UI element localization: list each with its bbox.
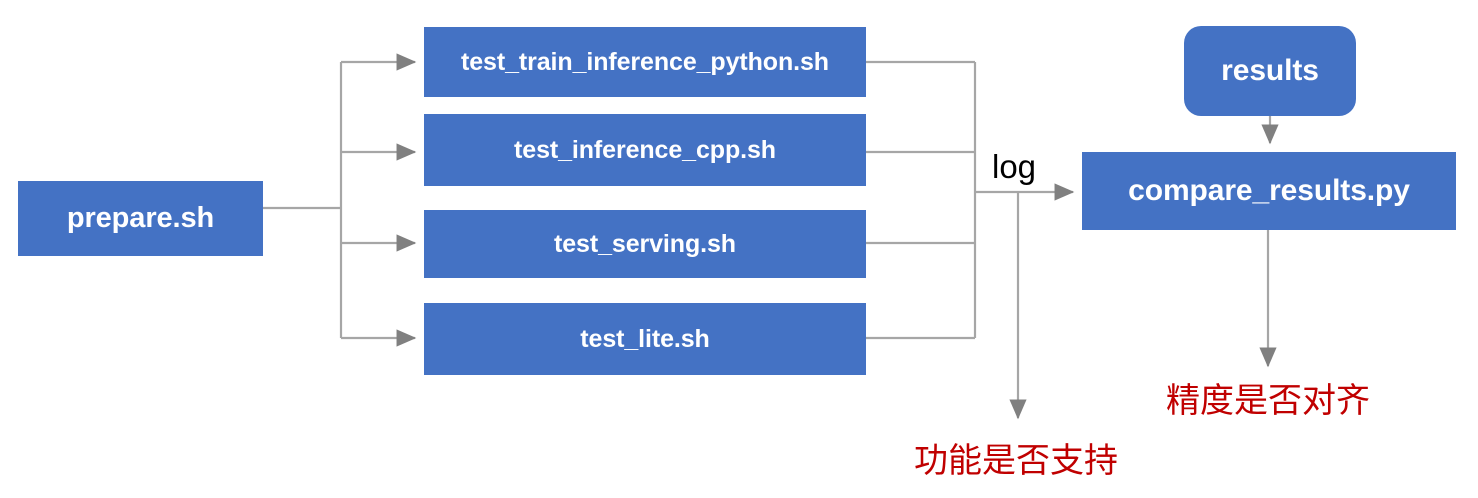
- edge-label-log: log: [992, 148, 1037, 185]
- node-test-train-inference-python-sh-label: test_train_inference_python.sh: [461, 47, 829, 76]
- node-test-train-inference-python-sh[interactable]: test_train_inference_python.sh: [424, 27, 866, 97]
- node-test-inference-cpp-sh-label: test_inference_cpp.sh: [514, 135, 776, 164]
- node-test-lite-sh-label: test_lite.sh: [580, 324, 710, 353]
- node-test-lite-sh[interactable]: test_lite.sh: [424, 303, 866, 375]
- node-compare-results-py[interactable]: compare_results.py: [1082, 152, 1456, 230]
- node-prepare-sh-label: prepare.sh: [66, 201, 215, 234]
- node-results-label: results: [1221, 53, 1319, 87]
- node-results[interactable]: results: [1184, 26, 1356, 116]
- node-prepare-sh[interactable]: prepare.sh: [18, 181, 263, 256]
- note-precision-aligned: 精度是否对齐: [1166, 381, 1370, 421]
- node-test-serving-sh-label: test_serving.sh: [554, 229, 736, 258]
- note-function-supported: 功能是否支持: [914, 441, 1118, 481]
- node-compare-results-py-label: compare_results.py: [1128, 173, 1410, 207]
- node-test-inference-cpp-sh[interactable]: test_inference_cpp.sh: [424, 114, 866, 186]
- node-test-serving-sh[interactable]: test_serving.sh: [424, 210, 866, 278]
